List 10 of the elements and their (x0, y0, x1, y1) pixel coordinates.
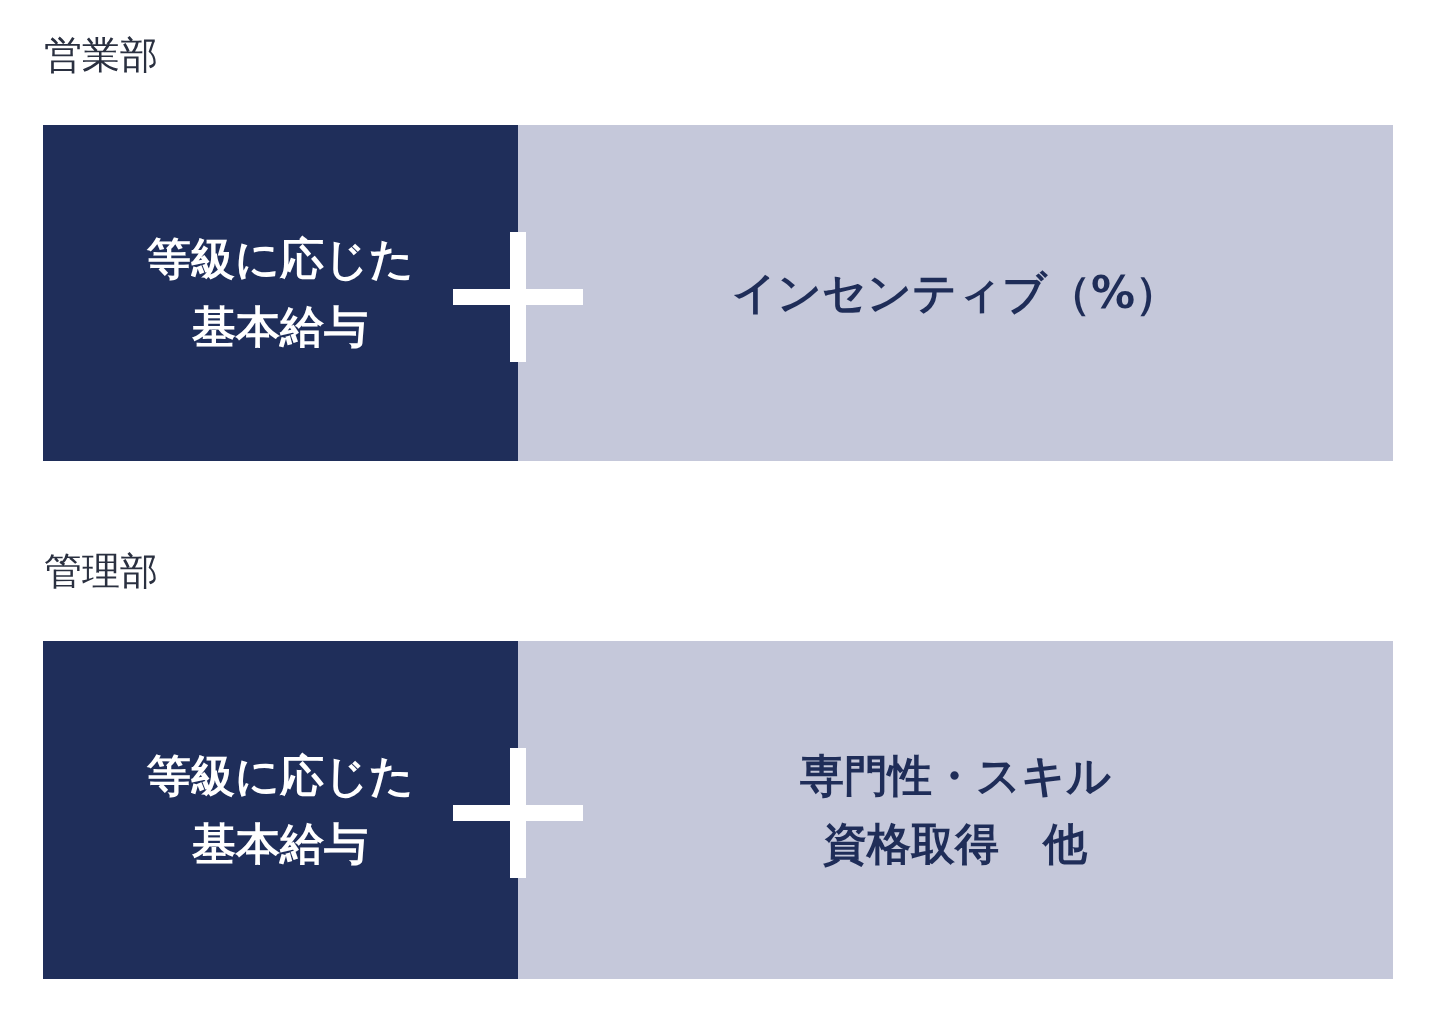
section-heading: 管理部 (44, 552, 158, 590)
allowance-panel (518, 641, 1393, 979)
salary-panel (43, 125, 518, 461)
panel-text: 等級に応じた基本給与 (146, 748, 415, 871)
salary-panel (43, 641, 518, 979)
panel-text: インセンティブ（%） (730, 265, 1181, 320)
allowance-panel (518, 125, 1393, 461)
panel-text: 等級に応じた基本給与 (146, 231, 415, 354)
panel-text: 専門性・スキル資格取得 他 (799, 748, 1112, 871)
section-heading: 営業部 (44, 36, 158, 74)
